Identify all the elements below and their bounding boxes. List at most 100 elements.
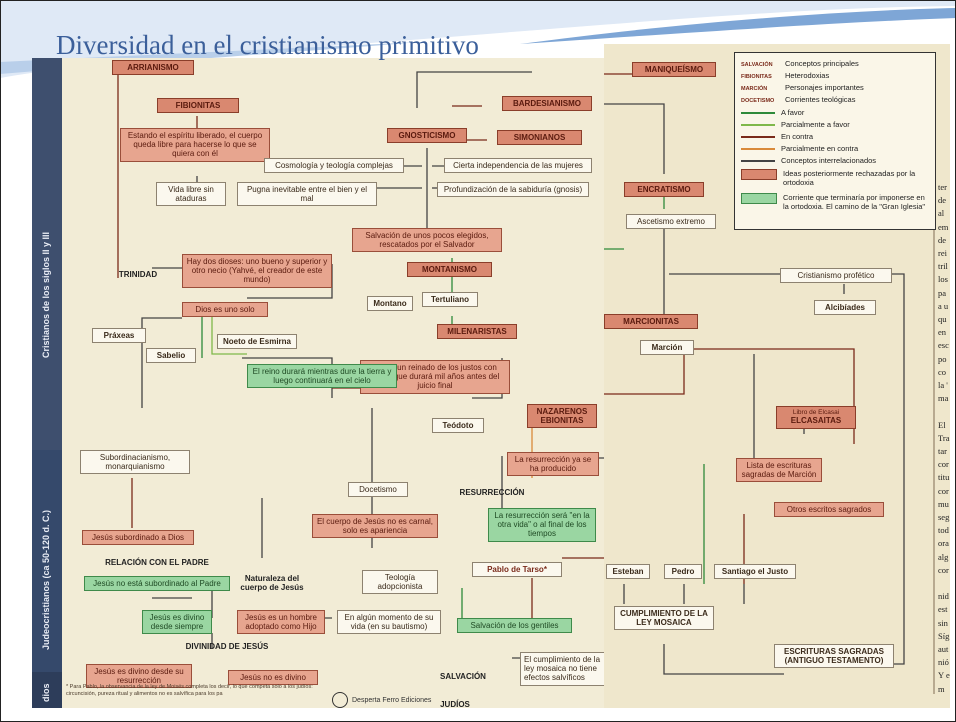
arrow-parcial-favor-icon bbox=[741, 124, 775, 127]
right-page-text-line: co bbox=[938, 366, 947, 377]
node-simonianos: SIMONIANOS bbox=[497, 130, 582, 146]
diagram-photo-right: SalvaciónConceptos principales Fibionita… bbox=[604, 44, 950, 708]
swatch-ortodoxia-icon bbox=[741, 193, 777, 204]
node-dos-dioses: Hay dos dioses: uno bueno y superior y o… bbox=[182, 254, 332, 288]
legend-label-10: Corriente que terminaría por imponerse e… bbox=[783, 193, 926, 211]
node-sabelio: Sabelio bbox=[146, 348, 196, 364]
right-page-text-line: alg bbox=[938, 551, 949, 562]
elcasaitas-label: ELCASAITAS bbox=[790, 416, 842, 426]
node-vida-libre: Vida libre sin ataduras bbox=[156, 182, 226, 207]
legend-row-7: Parcialmente en contra bbox=[741, 144, 858, 153]
legend-label-8: Conceptos interrelacionados bbox=[781, 156, 877, 165]
node-espiritu-liberado: Estando el espíritu liberado, el cuerpo … bbox=[120, 128, 270, 162]
node-marcionitas: MARCIONITAS bbox=[604, 314, 698, 330]
legend-row-10: Corriente que terminaría por imponerse e… bbox=[741, 193, 931, 211]
node-salvacion-pocos: Salvación de unos pocos elegidos, rescat… bbox=[352, 228, 502, 253]
node-cristianismo-profetico: Cristianismo profético bbox=[780, 268, 892, 284]
right-page-text-line: nió bbox=[938, 657, 949, 668]
legend-label-1: Heterodoxias bbox=[785, 71, 830, 80]
legend-row-8: Conceptos interrelacionados bbox=[741, 156, 876, 165]
legend-label-2: Personajes importantes bbox=[785, 83, 864, 92]
node-gnosticismo: GNOSTICISMO bbox=[387, 128, 467, 144]
node-otros-escritos: Otros escritos sagrados bbox=[774, 502, 884, 518]
right-page-text-line: ora bbox=[938, 538, 949, 549]
node-fibionitas: FIBIONITAS bbox=[157, 98, 239, 114]
right-page-text-line: sin bbox=[938, 617, 948, 628]
node-subordinacianismo: Subordinacianismo, monarquianismo bbox=[80, 450, 190, 475]
node-reino: El reino durará mientras dure la tierra … bbox=[247, 364, 397, 389]
node-divino-siempre: Jesús es divino desde siempre bbox=[142, 610, 212, 635]
legend-row-3: Docetismo Corrientes teológicas bbox=[741, 95, 855, 104]
legend-label-7: Parcialmente en contra bbox=[781, 144, 859, 153]
legend-key-2: Marción bbox=[741, 86, 768, 92]
node-santiago: Santiago el Justo bbox=[714, 564, 796, 580]
node-milenaristas: MILENARISTAS bbox=[437, 324, 517, 340]
diagram-photo-left: Cristianos de los siglos II y III Judeoc… bbox=[32, 58, 606, 708]
legend-label-9: Ideas posteriormente rechazadas por la o… bbox=[783, 169, 916, 187]
node-divino-resurreccion: Jesús es divino desde su resurrección bbox=[86, 664, 192, 689]
node-trinidad: TRINIDAD bbox=[118, 270, 158, 279]
slide-title: Diversidad en el cristianismo primitivo bbox=[56, 30, 479, 60]
right-page-text-line: seg bbox=[938, 512, 950, 522]
node-montanismo: MONTANISMO bbox=[407, 262, 492, 278]
copyright-icon bbox=[332, 692, 348, 708]
band-bottom: dios bbox=[32, 672, 62, 708]
right-page-text-line: Síg bbox=[938, 630, 950, 641]
band-judeocristianos: Judeocristianos (ca 50-120 d. C.) bbox=[32, 450, 62, 672]
node-ascetismo: Ascetismo extremo bbox=[626, 214, 716, 230]
node-marcion: Marción bbox=[640, 340, 694, 356]
node-cumplimiento-ley: El cumplimiento de la ley mosaica no tie… bbox=[520, 652, 606, 686]
node-teodoto: Teódoto bbox=[432, 418, 484, 434]
arrow-a-favor-icon bbox=[741, 112, 775, 115]
node-encratismo: ENCRATISMO bbox=[624, 182, 704, 198]
legend-row-2: Marción Personajes importantes bbox=[741, 83, 864, 92]
legend-key-3: Docetismo bbox=[741, 98, 775, 104]
legend-row-4: A favor bbox=[741, 108, 804, 117]
node-tertuliano: Tertuliano bbox=[422, 292, 478, 308]
legend-row-1: Fibionitas Heterodoxias bbox=[741, 71, 829, 80]
node-resurreccion-ya: La resurrección ya se ha producido bbox=[507, 452, 599, 477]
copyright: Desperta Ferro Ediciones bbox=[332, 692, 431, 708]
right-page-text-line: El bbox=[938, 419, 946, 430]
legend-label-5: Parcialmente a favor bbox=[781, 120, 850, 129]
node-teologia-adop: Teología adopcionista bbox=[362, 570, 438, 595]
node-pablo: Pablo de Tarso* bbox=[472, 562, 562, 578]
node-alcibiades: Alcibíades bbox=[814, 300, 876, 316]
node-independencia: Cierta independencia de las mujeres bbox=[444, 158, 592, 174]
right-page-text-line: los bbox=[938, 274, 948, 285]
right-page-text-line: ter bbox=[938, 182, 947, 192]
node-pedro: Pedro bbox=[664, 564, 702, 580]
node-hombre-adoptado: Jesús es un hombre adoptado como Hijo bbox=[237, 610, 325, 635]
node-docetismo: Docetismo bbox=[348, 482, 408, 498]
right-page-text-line: cor bbox=[938, 459, 949, 470]
node-resurreccion: RESURRECCIÓN bbox=[459, 488, 525, 497]
swatch-rechazadas-icon bbox=[741, 169, 777, 180]
legend-label-0: Conceptos principales bbox=[785, 59, 859, 68]
right-page-text-line: cor bbox=[938, 485, 949, 496]
node-cumplimiento: CUMPLIMIENTO DE LA LEY MOSAICA bbox=[614, 606, 714, 631]
node-profundizacion: Profundización de la sabiduría (gnosis) bbox=[437, 182, 589, 198]
node-esteban: Esteban bbox=[606, 564, 650, 580]
node-montano: Montano bbox=[367, 296, 413, 312]
node-cosmologia: Cosmología y teología complejas bbox=[264, 158, 404, 174]
legend-label-3: Corrientes teológicas bbox=[785, 95, 856, 104]
right-page-text-line: de bbox=[938, 234, 947, 245]
node-dios-uno: Dios es uno solo bbox=[182, 302, 268, 318]
right-page-text-line: rei bbox=[938, 248, 947, 258]
node-praxeas: Práxeas bbox=[92, 328, 146, 344]
line-interrelacion-icon bbox=[741, 160, 775, 163]
node-maniqueismo: MANIQUEÍSMO bbox=[632, 62, 716, 78]
right-page-text-line: tod bbox=[938, 525, 949, 536]
right-page-text-line: cor bbox=[938, 564, 949, 575]
node-salvacion: SALVACIÓN bbox=[440, 672, 486, 681]
legend-row-6: En contra bbox=[741, 132, 813, 141]
node-pugna: Pugna inevitable entre el bien y el mal bbox=[237, 182, 377, 207]
legend-row-0: SalvaciónConceptos principales bbox=[741, 59, 859, 68]
right-page-text-line: tril bbox=[938, 261, 948, 272]
legend-key-1: Fibionitas bbox=[741, 74, 772, 80]
right-page-text-line: Tra bbox=[938, 432, 950, 443]
right-page-text-line: esc bbox=[938, 340, 949, 351]
arrow-parcial-contra-icon bbox=[741, 148, 775, 151]
node-salvacion-gentiles: Salvación de los gentiles bbox=[457, 618, 572, 634]
node-momento-vida: En algún momento de su vida (en su bauti… bbox=[337, 610, 441, 635]
